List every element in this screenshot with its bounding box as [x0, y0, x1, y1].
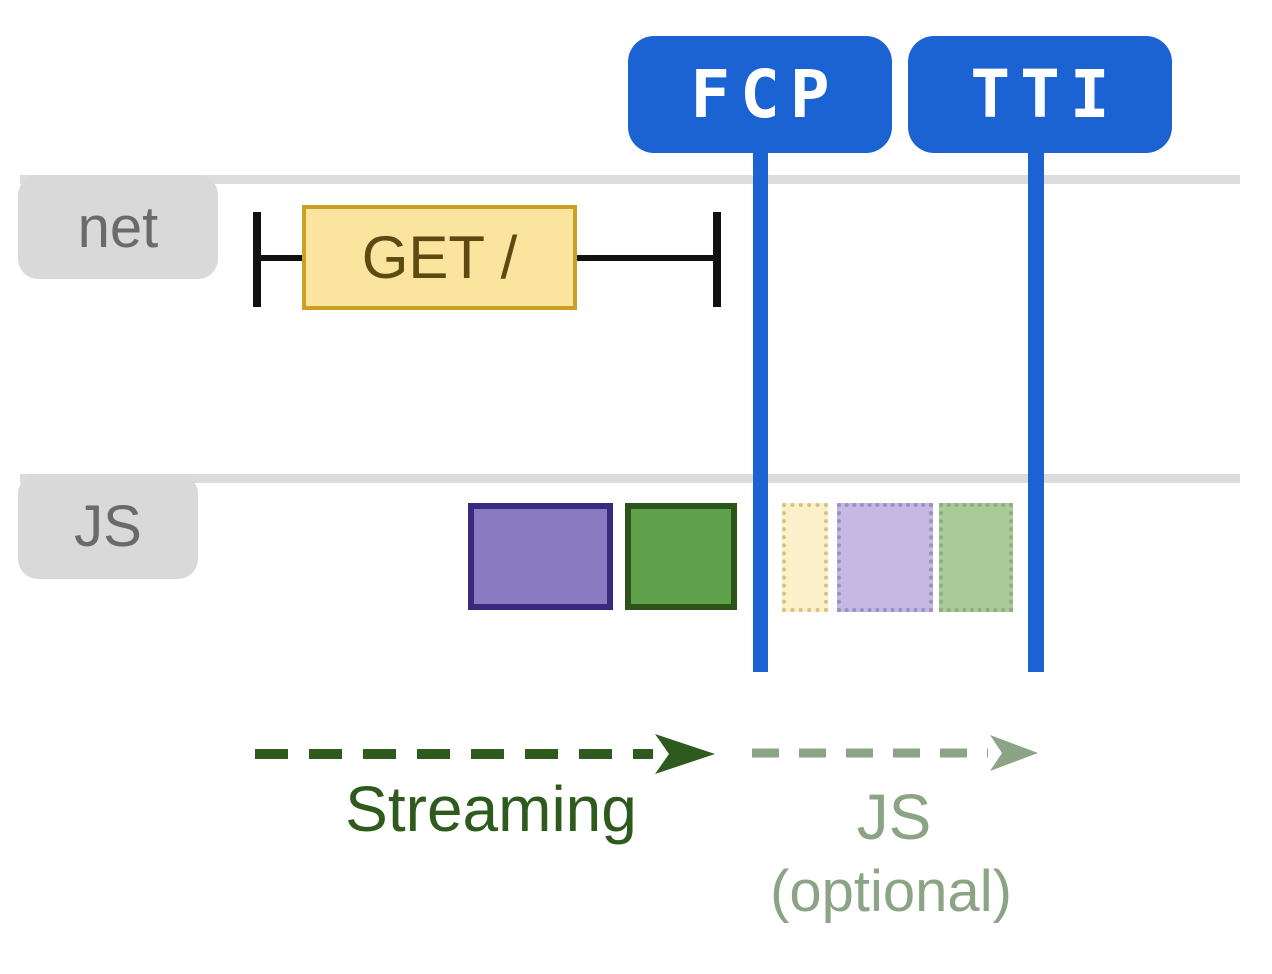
js-row-label: JS — [18, 474, 198, 579]
js-task-purple — [468, 503, 613, 610]
tti-marker-line — [1028, 150, 1044, 672]
streaming-caption: Streaming — [345, 773, 637, 845]
request-end-cap — [713, 212, 721, 307]
js-task-purple-faded — [837, 503, 933, 612]
net-row-line — [20, 175, 1240, 184]
js-optional-subcaption: (optional) — [770, 859, 1012, 924]
tti-badge: TTI — [908, 36, 1172, 153]
streaming-arrow-icon — [255, 734, 715, 774]
js-optional-caption: JS — [856, 781, 932, 853]
request-start-cap — [253, 212, 261, 307]
js-row-line — [20, 474, 1240, 483]
fcp-badge-text: FCP — [690, 56, 840, 133]
net-row-label-text: net — [77, 194, 159, 260]
request-connector-left — [258, 255, 306, 261]
fcp-marker-line — [753, 150, 768, 672]
js-task-green — [625, 503, 737, 610]
js-row-label-text: JS — [74, 494, 142, 559]
js-task-yellow-faded — [782, 503, 828, 612]
net-row-label: net — [18, 175, 218, 279]
request-connector-right — [574, 255, 716, 261]
fcp-badge: FCP — [628, 36, 892, 153]
js-optional-arrow-icon — [752, 735, 1038, 771]
get-request-label: GET / — [361, 224, 518, 291]
tti-badge-text: TTI — [970, 56, 1120, 133]
js-task-green-faded — [939, 503, 1013, 612]
get-request-box: GET / — [302, 205, 577, 310]
